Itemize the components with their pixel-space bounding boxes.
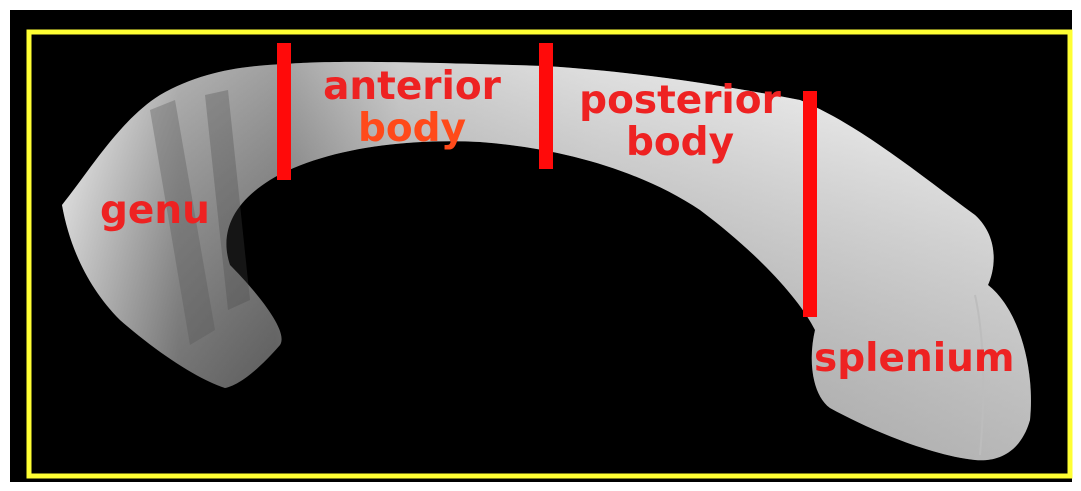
label-posterior-line2: body [560,122,800,164]
label-anterior-line2: body [312,108,512,150]
label-splenium: splenium [814,338,1014,380]
label-genu: genu [100,190,210,232]
label-posterior-line1: posterior [560,80,800,122]
divider-posterior-splenium [803,91,817,317]
label-anterior-body: anterior body [312,66,512,150]
label-anterior-line1: anterior [312,66,512,108]
divider-genu-anterior [277,43,291,180]
divider-anterior-posterior [539,43,553,169]
label-posterior-body: posterior body [560,80,800,164]
